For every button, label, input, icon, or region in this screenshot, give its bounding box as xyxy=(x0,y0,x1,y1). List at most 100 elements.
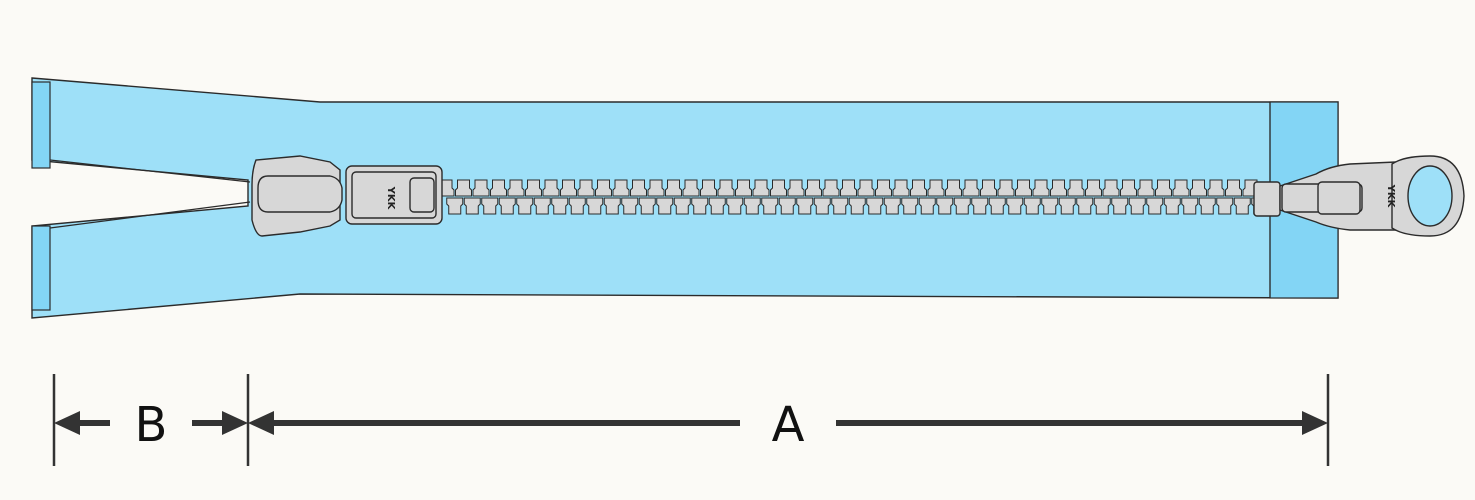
tooth-upper xyxy=(717,179,735,197)
tooth-upper xyxy=(857,179,875,197)
tooth-lower xyxy=(726,197,744,215)
tooth-upper xyxy=(560,179,577,197)
tooth-lower xyxy=(1006,197,1024,215)
tooth-lower xyxy=(621,197,639,215)
tooth-upper xyxy=(770,179,787,197)
zipper-teeth xyxy=(437,179,1269,215)
dimension-lines: B A xyxy=(52,374,1330,466)
a-arrow-right xyxy=(1302,411,1328,435)
tooth-upper xyxy=(1190,179,1207,197)
a-arrow-left xyxy=(248,411,274,435)
bottom-slider: YKK xyxy=(251,155,443,237)
tooth-upper xyxy=(822,179,840,197)
tooth-upper xyxy=(1015,179,1032,197)
tooth-upper xyxy=(700,179,717,197)
tooth-upper xyxy=(805,179,822,197)
tooth-lower xyxy=(971,197,989,215)
tooth-upper xyxy=(612,179,630,197)
tooth-lower xyxy=(1233,197,1251,215)
tooth-upper xyxy=(455,179,472,197)
tooth-upper xyxy=(1207,179,1225,197)
lower-tape-edge xyxy=(49,201,251,229)
tooth-lower xyxy=(446,197,464,215)
tooth-lower xyxy=(778,197,796,215)
brand-text-left: YKK xyxy=(385,186,396,211)
tooth-lower xyxy=(1093,197,1111,215)
tooth-lower xyxy=(1198,197,1216,215)
tooth-upper xyxy=(752,179,770,197)
top-stop xyxy=(1253,181,1281,217)
tooth-lower xyxy=(848,197,866,215)
tooth-upper xyxy=(962,179,980,197)
tooth-upper xyxy=(630,179,647,197)
tooth-upper xyxy=(1102,179,1120,197)
tooth-upper xyxy=(1155,179,1172,197)
tooth-upper xyxy=(1137,179,1155,197)
tooth-upper xyxy=(735,179,752,197)
slider-slot-right xyxy=(1317,181,1361,215)
tooth-lower xyxy=(883,197,901,215)
tooth-upper xyxy=(892,179,910,197)
tooth-lower xyxy=(796,197,814,215)
upper-tape-edge xyxy=(49,159,251,183)
tooth-lower xyxy=(533,197,551,215)
tooth-lower xyxy=(1058,197,1076,215)
tooth-lower xyxy=(481,197,499,215)
tooth-lower xyxy=(1146,197,1164,215)
tooth-upper xyxy=(490,179,507,197)
tooth-lower xyxy=(656,197,674,215)
tooth-lower xyxy=(586,197,604,215)
tooth-lower xyxy=(988,197,1006,215)
tooth-upper xyxy=(1085,179,1102,197)
tooth-lower xyxy=(1041,197,1059,215)
tooth-lower xyxy=(1076,197,1094,215)
tooth-lower xyxy=(1128,197,1146,215)
tooth-upper xyxy=(1050,179,1067,197)
tooth-lower xyxy=(638,197,656,215)
tooth-upper xyxy=(647,179,665,197)
tooth-lower xyxy=(743,197,761,215)
slider-pull-tab-left xyxy=(257,175,343,213)
b-arrow-right xyxy=(222,411,248,435)
tooth-upper xyxy=(997,179,1015,197)
retainer-box-bottom xyxy=(31,225,51,311)
tooth-lower xyxy=(1023,197,1041,215)
brand-text-right: YKK xyxy=(1385,184,1396,209)
dimension-label-a: A xyxy=(772,397,805,453)
tooth-upper xyxy=(1067,179,1085,197)
tooth-upper xyxy=(875,179,892,197)
tooth-upper xyxy=(1032,179,1050,197)
tooth-upper xyxy=(682,179,700,197)
tooth-lower xyxy=(901,197,919,215)
tooth-upper xyxy=(595,179,612,197)
tooth-upper xyxy=(787,179,805,197)
tooth-lower xyxy=(463,197,481,215)
tooth-lower xyxy=(708,197,726,215)
retainer-box-top xyxy=(31,81,51,169)
tooth-lower xyxy=(516,197,534,215)
tooth-lower xyxy=(918,197,936,215)
tooth-lower xyxy=(603,197,621,215)
tooth-lower xyxy=(568,197,586,215)
tooth-upper xyxy=(525,179,542,197)
tooth-lower xyxy=(1181,197,1199,215)
tooth-upper xyxy=(665,179,682,197)
tooth-upper xyxy=(840,179,857,197)
tooth-upper xyxy=(577,179,595,197)
tooth-upper xyxy=(507,179,525,197)
tooth-upper xyxy=(1172,179,1190,197)
tooth-lower xyxy=(936,197,954,215)
tooth-lower xyxy=(551,197,569,215)
tooth-lower xyxy=(1163,197,1181,215)
dimension-label-b: B xyxy=(135,397,168,453)
tooth-upper xyxy=(542,179,560,197)
tooth-lower xyxy=(813,197,831,215)
tooth-upper xyxy=(472,179,490,197)
tooth-lower xyxy=(831,197,849,215)
slider-slot-left xyxy=(409,177,435,213)
tooth-lower xyxy=(761,197,779,215)
ring-pull-hole xyxy=(1407,165,1453,227)
top-slider: YKK xyxy=(1279,155,1465,237)
